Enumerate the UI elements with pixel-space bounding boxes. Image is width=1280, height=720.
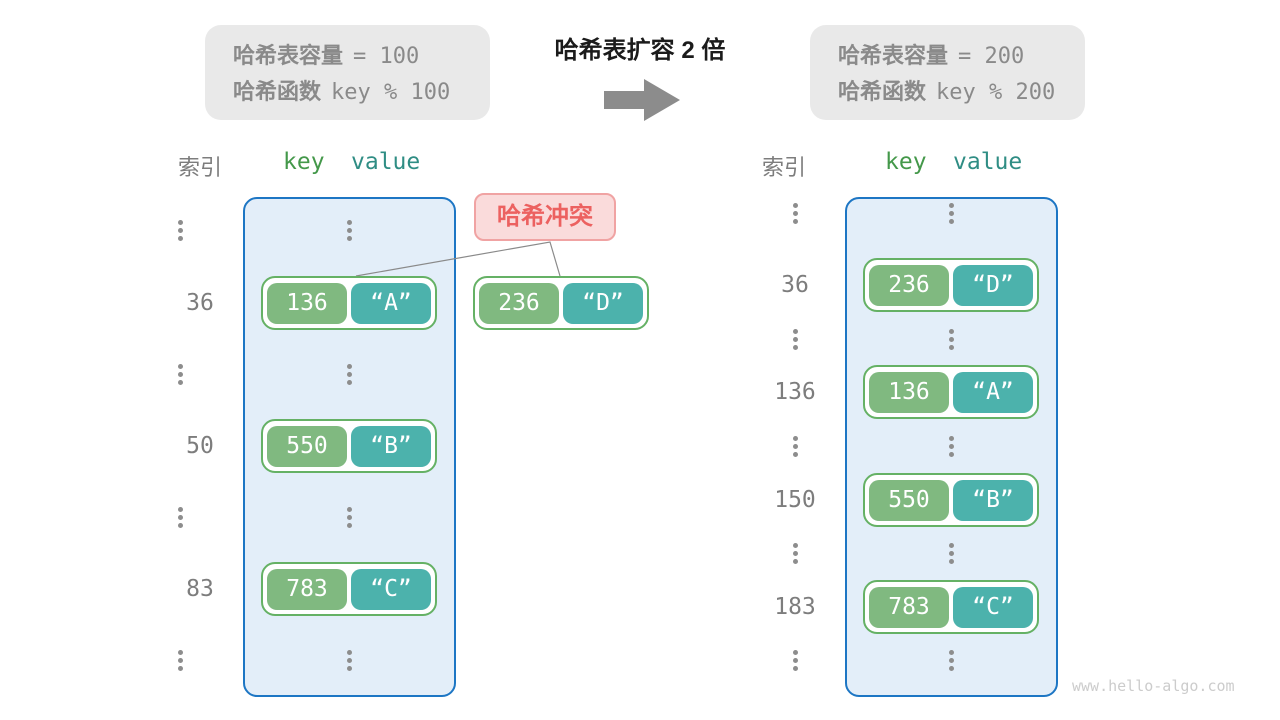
ellipsis-dots: [939, 650, 963, 671]
value-box: “A”: [953, 371, 1033, 413]
ellipsis-dots: [337, 650, 361, 671]
pair-236-D-colliding: 236 “D”: [473, 276, 649, 330]
pair-136-A-right: 136 “A”: [863, 365, 1039, 419]
hash-function-line: 哈希函数 key % 100: [233, 74, 490, 110]
pair-783-C-right: 783 “C”: [863, 580, 1039, 634]
capacity-line: 哈希表容量 = 200: [838, 38, 1085, 74]
hash-function-label: 哈希函数: [838, 79, 927, 104]
left-value-header: value: [351, 149, 421, 175]
ellipsis-dots: [939, 203, 963, 224]
ellipsis-dots: [783, 329, 807, 350]
ellipsis-dots: [337, 364, 361, 385]
key-box: 236: [479, 282, 559, 324]
watermark: www.hello-algo.com: [1072, 677, 1235, 695]
left-index-50: 50: [186, 433, 214, 459]
pair-550-B: 550 “B”: [261, 419, 437, 473]
key-box: 550: [267, 425, 347, 467]
capacity-line: 哈希表容量 = 100: [233, 38, 490, 74]
key-box: 236: [869, 264, 949, 306]
hash-function-line: 哈希函数 key % 200: [838, 74, 1085, 110]
capacity-value: = 200: [958, 44, 1025, 69]
hash-collision-label: 哈希冲突: [474, 193, 616, 241]
ellipsis-dots: [783, 436, 807, 457]
left-index-header: 索引: [178, 155, 223, 180]
pair-783-C: 783 “C”: [261, 562, 437, 616]
value-box: “D”: [953, 264, 1033, 306]
ellipsis-dots: [939, 329, 963, 350]
key-box: 783: [267, 568, 347, 610]
hash-function-value: key % 100: [331, 80, 451, 105]
left-key-header: key: [283, 149, 325, 175]
left-index-83: 83: [186, 576, 214, 602]
right-value-header: value: [953, 149, 1023, 175]
capacity-box-new: 哈希表容量 = 200 哈希函数 key % 200: [810, 25, 1085, 120]
ellipsis-dots: [168, 650, 192, 671]
capacity-box-old: 哈希表容量 = 100 哈希函数 key % 100: [205, 25, 490, 120]
value-box: “A”: [351, 282, 431, 324]
value-box: “C”: [351, 568, 431, 610]
pair-136-A: 136 “A”: [261, 276, 437, 330]
capacity-label: 哈希表容量: [838, 43, 949, 68]
ellipsis-dots: [783, 203, 807, 224]
right-index-header: 索引: [762, 155, 807, 180]
ellipsis-dots: [939, 436, 963, 457]
key-box: 136: [869, 371, 949, 413]
ellipsis-dots: [337, 507, 361, 528]
right-index-36: 36: [781, 272, 809, 298]
key-box: 783: [869, 586, 949, 628]
ellipsis-dots: [337, 220, 361, 241]
hash-function-label: 哈希函数: [233, 79, 322, 104]
value-box: “B”: [953, 479, 1033, 521]
right-arrow-icon: [604, 79, 680, 121]
right-index-183: 183: [774, 594, 816, 620]
ellipsis-dots: [168, 364, 192, 385]
capacity-value: = 100: [353, 44, 420, 69]
value-box: “C”: [953, 586, 1033, 628]
transition-title: 哈希表扩容 2 倍: [554, 37, 726, 64]
right-index-150: 150: [774, 487, 816, 513]
ellipsis-dots: [783, 543, 807, 564]
key-box: 550: [869, 479, 949, 521]
left-index-36: 36: [186, 290, 214, 316]
ellipsis-dots: [168, 507, 192, 528]
pair-550-B-right: 550 “B”: [863, 473, 1039, 527]
capacity-label: 哈希表容量: [233, 43, 344, 68]
pair-236-D: 236 “D”: [863, 258, 1039, 312]
ellipsis-dots: [783, 650, 807, 671]
right-key-header: key: [885, 149, 927, 175]
hash-function-value: key % 200: [936, 80, 1056, 105]
ellipsis-dots: [168, 220, 192, 241]
key-box: 136: [267, 282, 347, 324]
ellipsis-dots: [939, 543, 963, 564]
value-box: “D”: [563, 282, 643, 324]
right-index-136: 136: [774, 379, 816, 405]
value-box: “B”: [351, 425, 431, 467]
